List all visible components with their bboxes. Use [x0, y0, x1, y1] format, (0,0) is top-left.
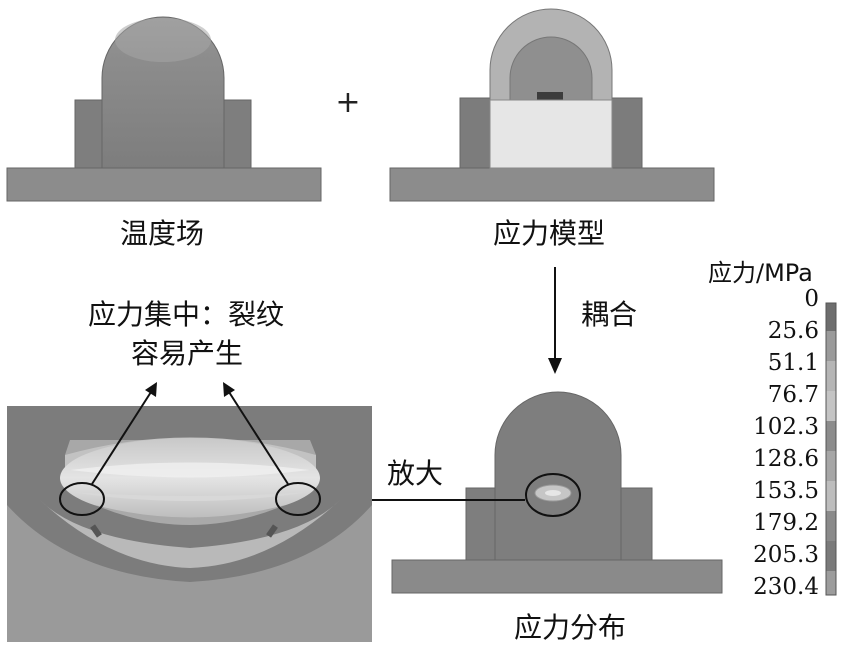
- crack-arrows: [91, 382, 289, 485]
- plus-sign: +: [335, 85, 360, 120]
- zoomed-view: [7, 406, 372, 642]
- legend-value: 153.5: [753, 478, 819, 504]
- stress-model: [389, 8, 715, 202]
- coupling-label: 耦合: [581, 298, 638, 331]
- crack-label-line2: 容易产生: [131, 337, 244, 370]
- crack-circle-left: [59, 482, 105, 516]
- coupling-arrow: [548, 267, 562, 374]
- legend-values: 0 25.6 51.1 76.7 102.3 128.6 153.5 179.2…: [735, 286, 819, 606]
- legend-value: 51.1: [767, 350, 819, 376]
- legend-colorbar: [825, 302, 837, 596]
- crack-circle-right: [275, 482, 321, 516]
- stress-distribution-label: 应力分布: [514, 611, 627, 644]
- legend-value: 128.6: [753, 446, 819, 472]
- legend-value: 0: [804, 286, 819, 312]
- legend-value: 179.2: [753, 510, 819, 536]
- legend-value: 205.3: [753, 542, 819, 568]
- legend-value: 25.6: [767, 318, 819, 344]
- legend-value: 102.3: [753, 414, 819, 440]
- legend-title: 应力/MPa: [708, 259, 813, 287]
- legend-value: 230.4: [753, 574, 819, 600]
- stress-concentration-circle: [525, 473, 581, 517]
- magnify-label: 放大: [387, 457, 444, 490]
- temperature-field-model: [6, 16, 322, 202]
- stress-model-label: 应力模型: [493, 217, 606, 250]
- crack-label-line1: 应力集中：裂纹: [88, 298, 285, 331]
- legend-value: 76.7: [767, 382, 819, 408]
- temperature-field-label: 温度场: [120, 217, 205, 250]
- stress-distribution-model: [391, 391, 723, 594]
